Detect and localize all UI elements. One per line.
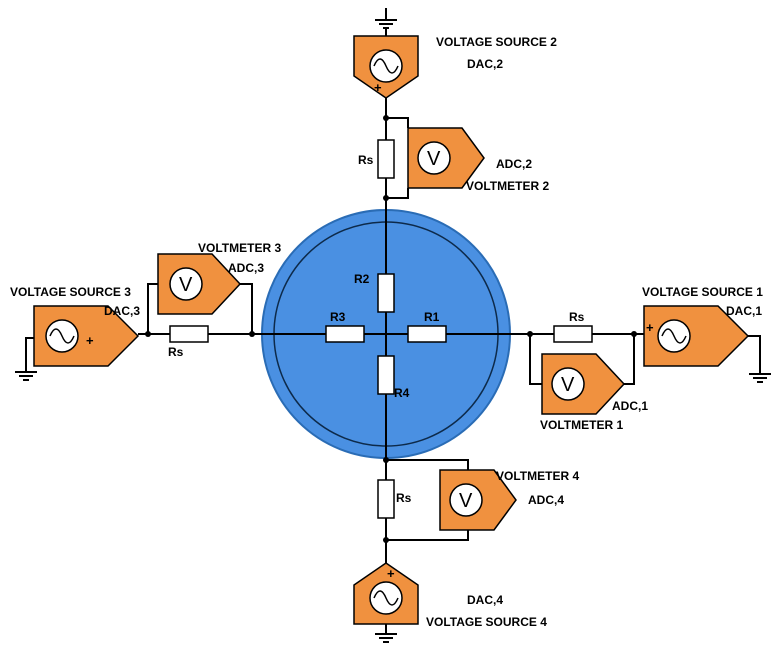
label-voltmeter-2: VOLTMETER 2 [466, 179, 549, 193]
ground-icon [15, 337, 37, 381]
voltmeter-glyph: V [427, 148, 441, 170]
voltmeter-glyph: V [459, 490, 473, 512]
label-voltmeter-3: VOLTMETER 3 [198, 241, 281, 255]
label-voltage-source-4: VOLTAGE SOURCE 4 [426, 615, 547, 629]
ground-icon [748, 335, 771, 383]
label-r4: R4 [394, 386, 410, 400]
resistor-r3 [325, 325, 365, 343]
resistor-r4 [377, 355, 395, 395]
label-dac-4: DAC,4 [467, 593, 503, 607]
label-dac-2: DAC,2 [467, 57, 503, 71]
plus-sign: + [374, 80, 382, 95]
voltmeter-icon [417, 141, 451, 175]
voltmeter-icon [169, 267, 203, 301]
resistor-rs-right [553, 325, 593, 343]
resistor-rs-left [169, 325, 209, 343]
voltmeter-glyph: V [561, 374, 575, 396]
label-rs-left: Rs [168, 345, 184, 359]
plus-sign: + [86, 333, 94, 348]
resistor-r2 [377, 273, 395, 313]
sine-wave-icon [661, 328, 687, 344]
label-dac-3: DAC,3 [104, 304, 140, 318]
label-dac-1: DAC,1 [726, 304, 762, 318]
label-voltmeter-4: VOLTMETER 4 [496, 469, 579, 483]
sine-wave-icon [373, 590, 399, 606]
voltmeter-glyph: V [179, 274, 193, 296]
label-adc-4: ADC,4 [528, 493, 564, 507]
label-adc-1: ADC,1 [612, 399, 648, 413]
label-rs-right: Rs [569, 310, 585, 324]
label-adc-2: ADC,2 [496, 157, 532, 171]
label-r1: R1 [424, 310, 440, 324]
label-adc-3: ADC,3 [228, 261, 264, 275]
label-r3: R3 [330, 310, 346, 324]
sine-wave-icon [373, 58, 399, 74]
label-rs-top: Rs [358, 153, 374, 167]
label-voltage-source-1: VOLTAGE SOURCE 1 [642, 285, 763, 299]
plus-sign: + [646, 320, 654, 335]
ground-icon [375, 624, 397, 643]
label-voltage-source-2: VOLTAGE SOURCE 2 [436, 35, 557, 49]
plus-sign: + [387, 566, 395, 581]
resistor-rs-top [377, 139, 395, 179]
label-rs-bottom: Rs [396, 491, 412, 505]
label-voltmeter-1: VOLTMETER 1 [540, 418, 623, 432]
sine-wave-icon [49, 328, 75, 344]
resistor-r1 [407, 325, 447, 343]
ground-icon [375, 8, 397, 29]
voltmeter-icon [449, 483, 483, 517]
resistor-rs-bottom [377, 479, 395, 519]
voltmeter-icon [551, 367, 585, 401]
label-voltage-source-3: VOLTAGE SOURCE 3 [10, 285, 131, 299]
label-r2: R2 [354, 272, 370, 286]
